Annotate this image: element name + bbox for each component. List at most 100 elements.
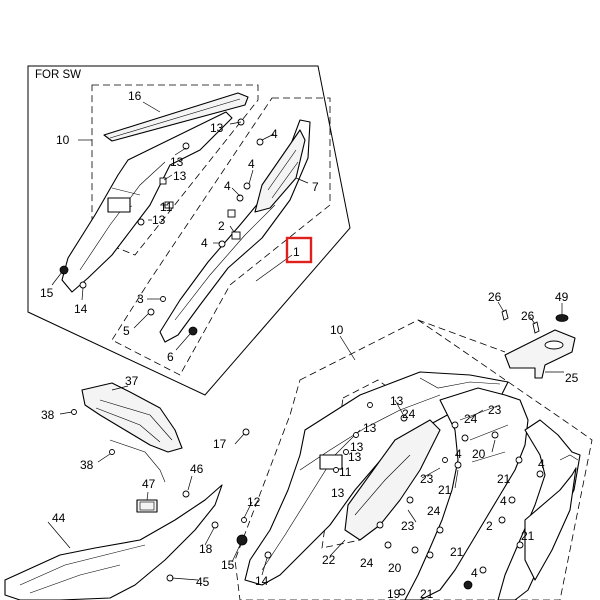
part-44-lower-trim [4, 484, 223, 600]
part-12-screw [241, 517, 247, 523]
callout-4-inset-b: 4 [248, 157, 255, 171]
part-4c-main [498, 516, 506, 524]
inset-frame [27, 65, 351, 396]
callout-4-main-a: 4 [538, 457, 545, 471]
leader-21-main [454, 469, 459, 489]
part-24d-clip [461, 434, 469, 442]
callout-21-main-c: 21 [450, 545, 464, 559]
callout-5: 5 [123, 324, 130, 338]
leader-20-main [491, 439, 496, 453]
part-13-main-c [343, 449, 349, 455]
leader-5 [133, 313, 149, 329]
callout-21-main-a: 21 [497, 472, 511, 486]
callout-13-main-d: 13 [348, 450, 362, 464]
part-37-trim [81, 382, 183, 453]
leader-26b [529, 316, 536, 325]
leader-13a [229, 121, 242, 125]
callout-24-main-b: 24 [464, 412, 478, 426]
callout-10-main: 10 [330, 323, 344, 337]
part-46-bolt [182, 490, 190, 498]
inset-screw-4b [243, 182, 251, 190]
inset-label: FOR SW [35, 69, 81, 81]
leader-15-inset [51, 271, 63, 286]
part-4a-main [515, 456, 523, 464]
callout-21-main-d: 21 [420, 587, 434, 600]
callout-6: 6 [167, 350, 174, 364]
inset-callouts: 16 10 13 13 13 4 4 4 7 11 13 2 4 1 15 14… [40, 89, 319, 364]
callout-25: 25 [565, 371, 579, 385]
part-21d-nut [463, 580, 473, 590]
callout-49: 49 [555, 290, 569, 304]
part-18-bolt [211, 521, 219, 529]
inset-for-sw: FOR SW [27, 65, 351, 396]
leader-38b [97, 453, 111, 463]
part-13-main-a [353, 432, 359, 438]
callout-4-inset-d: 4 [201, 236, 208, 250]
leader-24-main [407, 509, 417, 523]
callout-13-main-b: 13 [363, 421, 377, 435]
callout-24-main-a: 24 [402, 407, 416, 421]
callout-19: 19 [387, 587, 401, 600]
callout-24-main-c: 24 [427, 504, 441, 518]
part-44-hatch [19, 544, 146, 594]
callout-13-inset-a: 13 [210, 121, 224, 135]
callout-13-main-a: 13 [390, 394, 404, 408]
part-19-screw [398, 588, 406, 596]
part-20b-screw [426, 551, 434, 559]
middle-inner-panel-crease [354, 454, 411, 516]
main-dash-to-25 [417, 319, 506, 353]
callout-17: 17 [213, 437, 227, 451]
inset-screw-4c [236, 194, 244, 202]
right-body-panel-ribs [459, 404, 509, 463]
callout-23-main-c: 23 [401, 519, 415, 533]
callout-4-inset-a: 4 [271, 127, 278, 141]
inset-right-cover-crease [174, 204, 276, 321]
part-16-edge [109, 98, 241, 139]
part-10-bracket [319, 454, 343, 470]
callout-22: 22 [322, 553, 336, 567]
inset-screw-4a [256, 138, 264, 146]
leader-46 [187, 475, 193, 491]
callout-38-b: 38 [80, 458, 94, 472]
inset-grommet-6 [188, 326, 198, 336]
callout-7: 7 [312, 180, 319, 194]
leader-44 [47, 521, 71, 549]
callout-13-inset-d: 13 [152, 213, 166, 227]
part-20a-screw [491, 431, 499, 439]
far-right-lower-panel [524, 467, 577, 581]
callout-23-main-b: 23 [420, 472, 434, 486]
callout-1-highlight-box [285, 236, 313, 264]
part-21e-nut [516, 541, 524, 549]
part-13-main-b [367, 402, 373, 408]
inset-left-side-cover [61, 111, 233, 293]
callout-2-inset: 2 [218, 219, 225, 233]
leader-14-main [261, 557, 268, 576]
leader-16 [142, 101, 161, 113]
callout-12-main: 12 [247, 495, 261, 509]
part-25-hole [544, 340, 564, 350]
callout-3: 3 [137, 292, 144, 306]
callout-20-main-a: 20 [472, 447, 486, 461]
leader-4a [261, 133, 275, 141]
part-17-screw [242, 428, 250, 436]
part-23a-screw [451, 421, 459, 429]
inset-bolt-13b [182, 142, 190, 150]
callout-38-a: 38 [41, 408, 55, 422]
callout-13-main-c: 13 [350, 440, 364, 454]
callout-24-main-d: 24 [360, 556, 374, 570]
leader-17 [234, 433, 245, 445]
part-47-plate-inner [139, 501, 155, 511]
leader-38a [59, 411, 73, 415]
part-7-panel-hatch [267, 149, 299, 199]
leader-13b [174, 147, 187, 156]
leader-12 [243, 501, 253, 519]
callout-44: 44 [52, 511, 66, 525]
callout-14-main: 14 [255, 574, 269, 588]
callout-13-main-e: 13 [331, 486, 345, 500]
part-4d-main [479, 566, 487, 574]
part-37-hatch [95, 399, 173, 443]
callout-15-inset: 15 [40, 286, 54, 300]
part-24a-clip [400, 414, 408, 422]
inset-group-left-dashed [91, 84, 259, 256]
